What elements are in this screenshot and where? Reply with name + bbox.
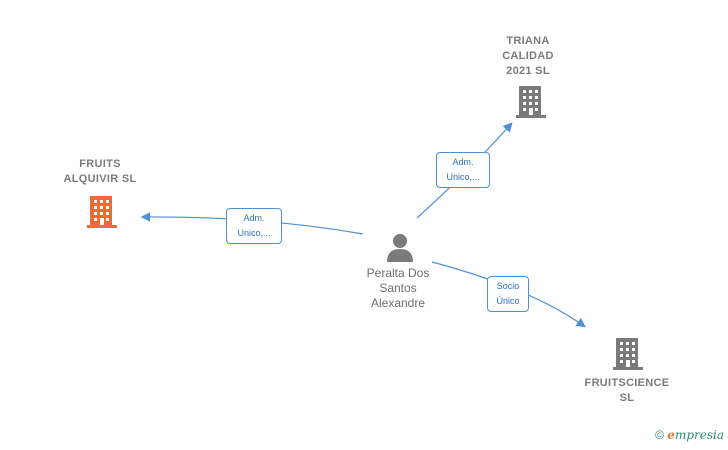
building-icon [516, 86, 546, 118]
edge-label-to-triana[interactable]: Adm. Unico,... [436, 152, 490, 188]
edge-label-to-fruitscience[interactable]: Socio Único [487, 276, 529, 312]
copyright-icon: © [655, 428, 664, 442]
node-label-person: Peralta Dos Santos Alexandre [366, 266, 430, 310]
person-icon [387, 234, 413, 262]
brand-logo[interactable]: empresia [667, 428, 724, 442]
building-icon [87, 196, 117, 228]
node-label-fruits: FRUITS ALQUIVIR SL [63, 158, 137, 185]
edge-label-to-fruits[interactable]: Adm. Unico,... [226, 208, 282, 244]
node-label-fruitscience: FRUITSCIENCE SL [584, 377, 670, 404]
footer-brand: © empresia [655, 428, 724, 442]
node-label-triana: TRIANA CALIDAD 2021 SL [502, 35, 554, 77]
building-icon [613, 338, 643, 370]
